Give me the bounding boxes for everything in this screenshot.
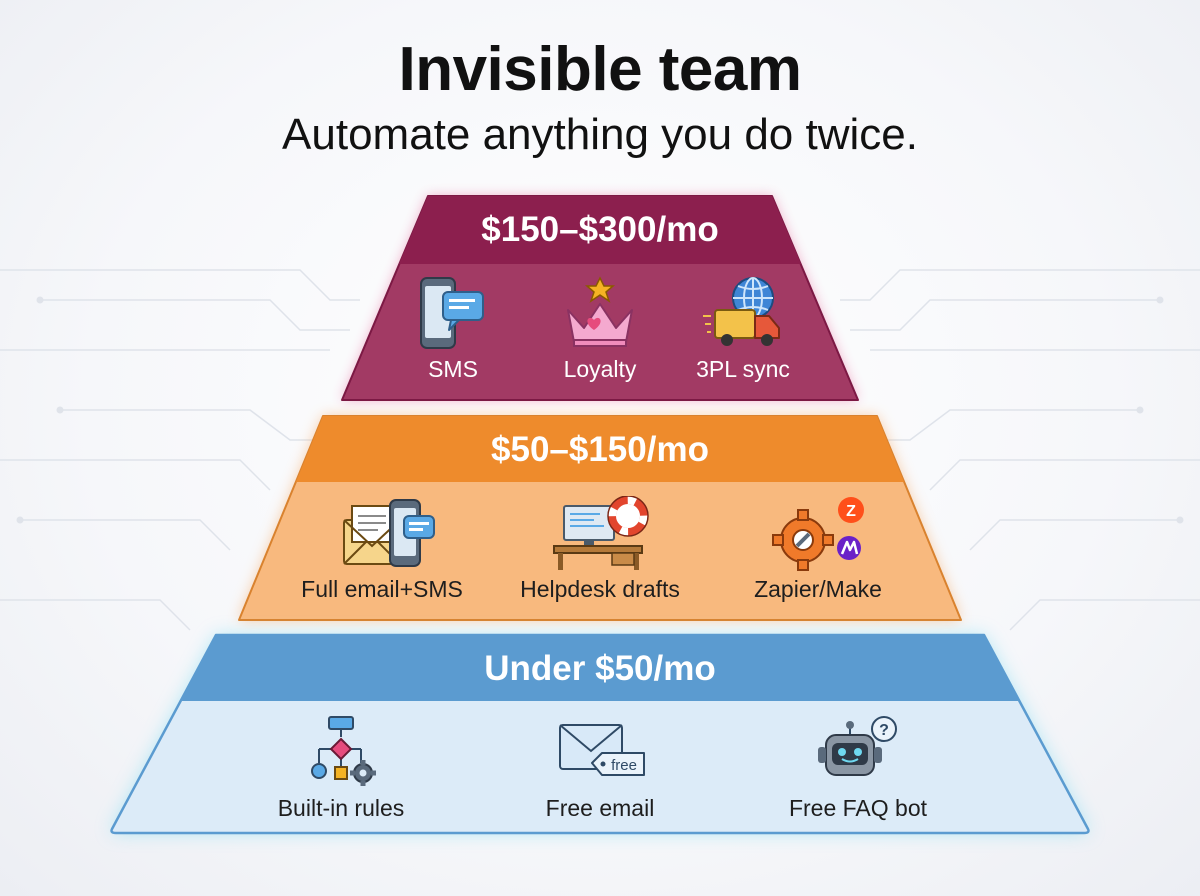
tier-premium-price: $150–$300/mo	[481, 210, 719, 249]
item-built-in-rules-label: Built-in rules	[277, 795, 405, 821]
item-loyalty-label: Loyalty	[563, 356, 637, 382]
free-tag-text: free	[611, 757, 637, 774]
item-helpdesk-drafts: Helpdesk drafts	[495, 496, 705, 603]
item-loyalty: Loyalty	[495, 276, 705, 383]
tier-base: Under $50/mo Built-in rules free Free em…	[108, 633, 1092, 835]
item-full-email-sms: Full email+SMS	[277, 496, 487, 603]
item-sms-label: SMS	[428, 356, 478, 382]
item-free-faq-bot: ? Free FAQ bot	[753, 715, 963, 822]
tier-mid-price: $50–$150/mo	[491, 430, 709, 469]
page-subtitle: Automate anything you do twice.	[282, 110, 918, 159]
email-phone-icon	[343, 499, 435, 567]
tier-premium-shape	[341, 195, 859, 401]
tier-base-shape	[110, 633, 1090, 835]
phone-chat-icon	[420, 277, 484, 349]
item-zapier-make-label: Zapier/Make	[754, 576, 882, 602]
svg-text:?: ?	[879, 722, 889, 739]
robot-icon: ?	[818, 716, 897, 776]
tier-base-price: Under $50/mo	[484, 649, 716, 688]
item-full-email-sms-label: Full email+SMS	[301, 576, 463, 602]
tier-premium: $150–$300/mo SMS Loyalty 3PL	[340, 194, 860, 402]
crown-icon	[567, 276, 633, 347]
gear-integrations-icon: Z	[772, 497, 864, 571]
item-built-in-rules: Built-in rules	[236, 715, 446, 822]
item-free-faq-bot-label: Free FAQ bot	[788, 795, 928, 821]
truck-globe-icon	[703, 277, 780, 346]
item-3pl-sync: 3PL sync	[638, 276, 848, 383]
svg-text:Z: Z	[846, 503, 856, 520]
item-3pl-sync-label: 3PL sync	[696, 356, 790, 382]
item-free-email: free Free email	[495, 715, 705, 822]
item-zapier-make: Z Zapier/Make	[713, 496, 923, 603]
page-title: Invisible team	[398, 35, 802, 104]
item-free-email-label: Free email	[545, 795, 655, 821]
item-sms: SMS	[348, 276, 558, 383]
tier-mid: $50–$150/mo Full email+SMS Helpdesk draf…	[237, 414, 963, 622]
envelope-tag-icon: free	[559, 724, 645, 776]
item-helpdesk-drafts-label: Helpdesk drafts	[520, 576, 680, 602]
flowchart-icon	[311, 716, 376, 786]
helpdesk-icon	[553, 496, 649, 570]
